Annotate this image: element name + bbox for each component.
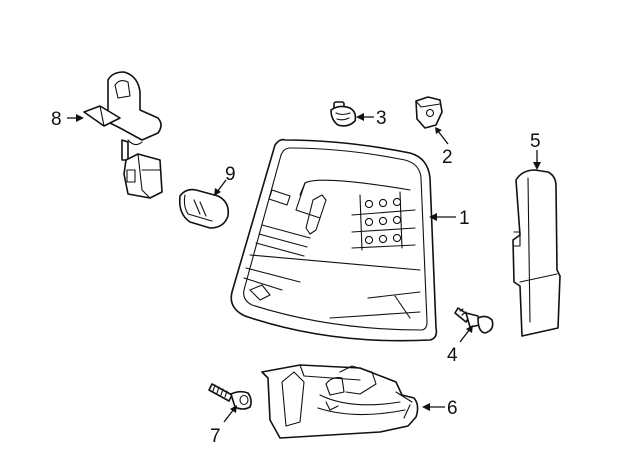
arrowhead-6 [422, 403, 430, 411]
bulb[interactable] [178, 188, 230, 229]
part-number-7: 7 [210, 426, 221, 447]
tail-lamp-assembly[interactable] [230, 138, 438, 342]
leader-line-2 [437, 130, 449, 145]
part-number-3: 3 [376, 108, 387, 129]
arrowhead-9 [214, 188, 221, 196]
part-number-4: 4 [447, 345, 458, 366]
part-number-2: 2 [442, 147, 453, 168]
leader-line-4 [459, 328, 471, 343]
arrowhead-2 [435, 127, 442, 134]
mounting-bolt[interactable] [454, 307, 494, 334]
mounting-nut[interactable] [415, 96, 443, 129]
arrowhead-1 [429, 213, 437, 221]
leader-line-7 [223, 408, 235, 423]
arrowhead-7 [230, 405, 237, 413]
arrowhead-4 [466, 325, 473, 333]
part-number-9: 9 [225, 164, 236, 185]
grommet-clip[interactable] [330, 101, 357, 127]
part-number-6: 6 [447, 398, 458, 419]
part-number-5: 5 [530, 131, 541, 152]
arrowhead-8 [76, 114, 84, 122]
part-number-1: 1 [459, 208, 470, 229]
screw[interactable] [208, 383, 252, 410]
leader-line-9 [216, 179, 227, 193]
arrowhead-5 [533, 162, 541, 170]
arrowhead-3 [356, 113, 364, 121]
side-trim-panel[interactable] [512, 169, 561, 337]
lamp-socket-housing[interactable] [261, 364, 419, 439]
part-number-8: 8 [51, 109, 62, 130]
socket-and-wire[interactable] [83, 71, 163, 199]
